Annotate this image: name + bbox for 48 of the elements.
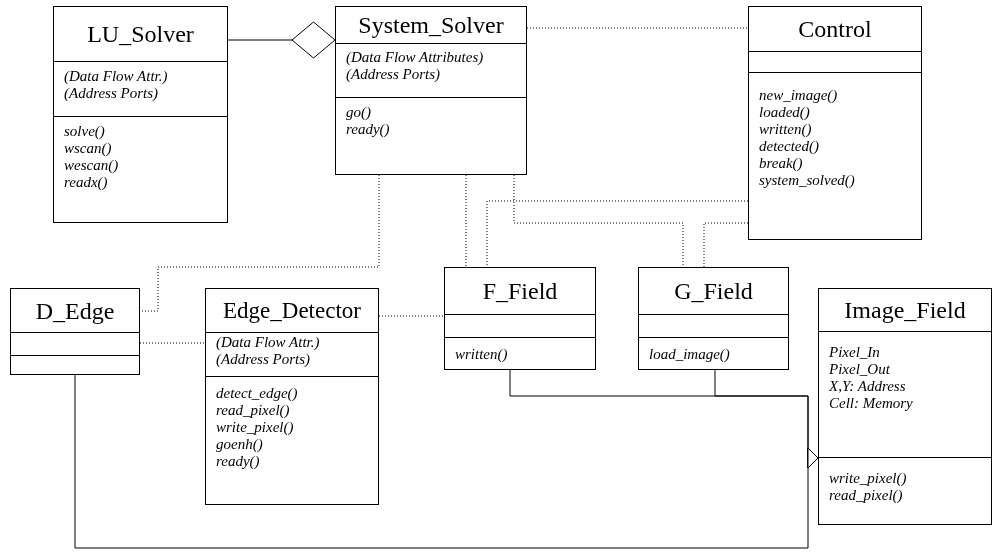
attribute-text: Cell: Memory xyxy=(829,395,913,412)
class-name: System_Solver xyxy=(358,11,504,39)
class-box xyxy=(444,267,596,370)
method-text: new_image() xyxy=(759,87,838,104)
attribute-text: (Data Flow Attributes) xyxy=(346,49,484,66)
method-text: load_image() xyxy=(649,346,730,363)
method-text: detect_edge() xyxy=(216,385,298,402)
method-text: wscan() xyxy=(64,140,112,157)
attribute-text: (Address Ports) xyxy=(216,351,311,368)
class-name: Image_Field xyxy=(844,296,966,324)
class-name: G_Field xyxy=(674,277,753,305)
class-name: F_Field xyxy=(482,277,558,305)
attribute-text: Pixel_In xyxy=(829,344,880,361)
attribute-text: (Address Ports) xyxy=(346,66,441,83)
class-box xyxy=(205,288,379,505)
attribute-text: (Data Flow Attr.) xyxy=(64,68,168,85)
class-box xyxy=(10,288,140,375)
method-text: detected() xyxy=(759,138,819,155)
attribute-text: X,Y: Address xyxy=(829,378,906,395)
class-box xyxy=(53,6,228,223)
class-box xyxy=(335,6,527,175)
method-text: break() xyxy=(759,155,803,172)
class-box xyxy=(638,267,789,370)
method-text: wescan() xyxy=(64,157,119,174)
method-text: loaded() xyxy=(759,104,810,121)
class-name: Edge_Detector xyxy=(223,297,361,324)
method-text: written() xyxy=(759,121,812,138)
method-text: ready() xyxy=(346,121,390,138)
method-text: read_pixel() xyxy=(829,487,903,504)
class-box xyxy=(748,6,922,240)
method-text: write_pixel() xyxy=(216,419,294,436)
attribute-text: Pixel_Out xyxy=(829,361,890,378)
class-box xyxy=(818,288,992,525)
method-text: read_pixel() xyxy=(216,402,290,419)
method-text: write_pixel() xyxy=(829,470,907,487)
method-text: system_solved() xyxy=(759,172,855,189)
attribute-text: (Address Ports) xyxy=(64,85,159,102)
method-text: go() xyxy=(346,104,371,121)
method-text: readx() xyxy=(64,174,108,191)
class-name: D_Edge xyxy=(35,297,115,324)
attribute-text: (Data Flow Attr.) xyxy=(216,334,320,351)
aggregation-line xyxy=(227,21,336,59)
class-name: Control xyxy=(798,15,872,43)
class-name: LU_Solver xyxy=(87,20,194,48)
method-text: solve() xyxy=(64,123,105,140)
method-text: written() xyxy=(455,346,508,363)
method-text: ready() xyxy=(216,453,260,470)
method-text: goenh() xyxy=(216,436,263,453)
